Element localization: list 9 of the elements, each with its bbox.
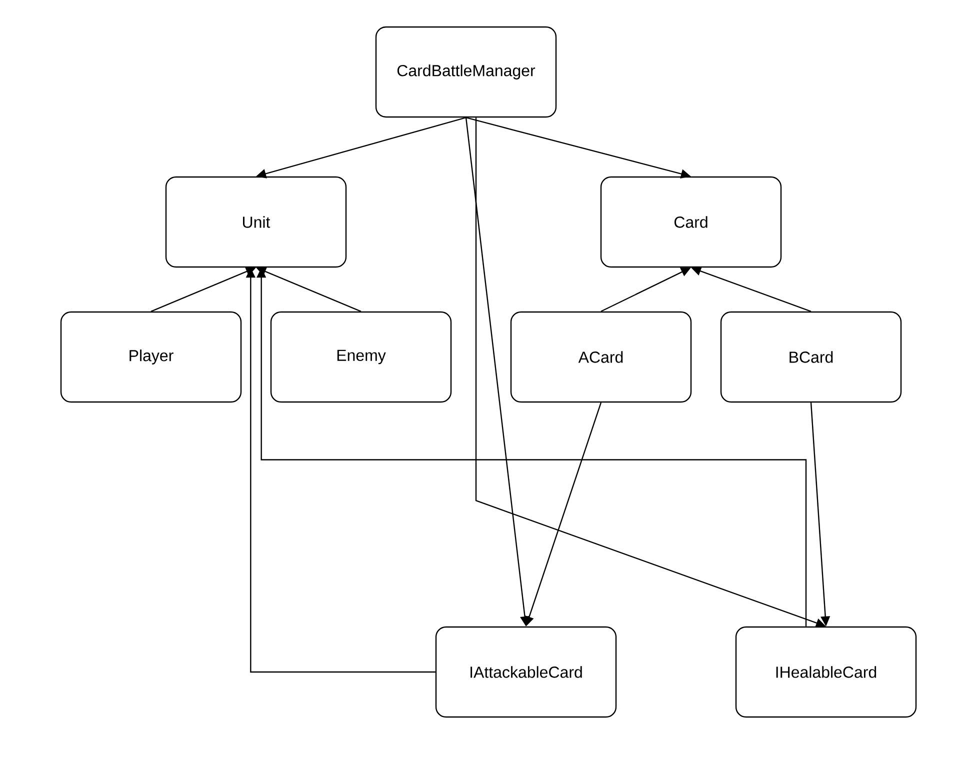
class-box: CardBattleManager	[375, 26, 557, 118]
class-box: Unit	[165, 176, 347, 268]
class-box: Player	[60, 311, 242, 403]
class-box: BCard	[720, 311, 902, 403]
class-box: IAttackableCard	[435, 626, 617, 718]
class-box: IHealableCard	[735, 626, 917, 718]
class-box: ACard	[510, 311, 692, 403]
class-box: Enemy	[270, 311, 452, 403]
class-box: Card	[600, 176, 782, 268]
